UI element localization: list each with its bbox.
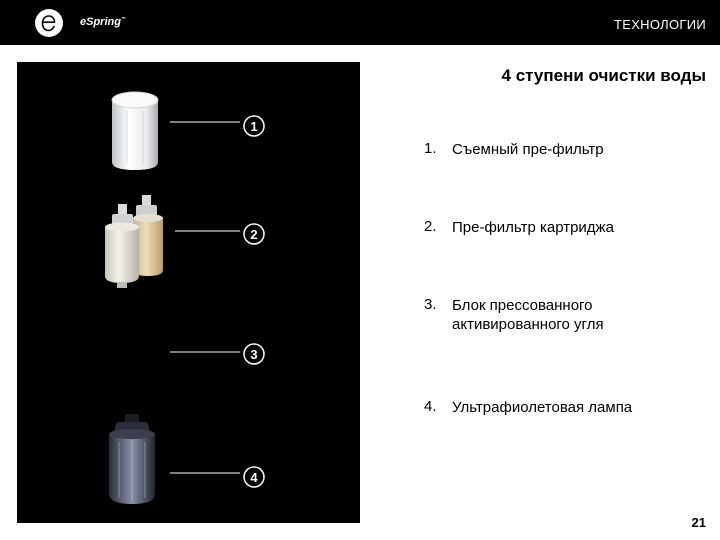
stage-item-2: 2. Пре-фильтр картриджа — [424, 218, 704, 237]
stage-badge-4: 4 — [243, 466, 265, 488]
stage-badge-2: 2 — [243, 223, 265, 245]
stage-badge-4-label: 4 — [250, 470, 258, 485]
stage-badge-3: 3 — [243, 343, 265, 365]
removable-pre-filter-image — [111, 91, 159, 170]
stage-text: Съемный пре-фильтр — [452, 141, 604, 158]
stage-number: 3. — [424, 296, 437, 313]
brand-name: eSpring™ — [80, 16, 126, 28]
espring-logo-icon — [41, 15, 56, 32]
page-number: 21 — [691, 515, 706, 530]
stage-badge-1: 1 — [243, 115, 265, 137]
stage-item-1: 1. Съемный пре-фильтр — [424, 140, 704, 159]
stage-number: 2. — [424, 218, 437, 235]
brand-trademark: ™ — [120, 16, 126, 23]
stage-text: Пре-фильтр картриджа — [452, 219, 614, 236]
stage-badge-2-label: 2 — [250, 227, 257, 242]
section-title: ТЕХНОЛОГИИ — [613, 17, 706, 32]
stage-badge-3-label: 3 — [250, 347, 257, 362]
stage-item-4: 4. Ультрафиолетовая лампа — [424, 398, 704, 417]
cartridge-pre-filter-image — [105, 195, 163, 288]
stage-item-3: 3. Блок прессованного активированного уг… — [424, 296, 704, 334]
header-bar: eSpring™ ТЕХНОЛОГИИ — [0, 0, 720, 45]
filter-illustration: 1 2 3 4 — [105, 91, 265, 504]
stage-text: Блок прессованного активированного угля — [452, 297, 604, 333]
uv-lamp-image — [109, 414, 155, 504]
stage-number: 4. — [424, 398, 437, 415]
slide-heading: 4 ступени очистки воды — [501, 66, 706, 85]
espring-logo — [35, 9, 63, 37]
stage-text: Ультрафиолетовая лампа — [452, 399, 633, 416]
filter-photo-panel: 1 2 3 4 — [17, 62, 360, 523]
brand-name-text: eSpring — [80, 16, 121, 28]
stage-number: 1. — [424, 140, 437, 157]
stage-badge-1-label: 1 — [250, 119, 257, 134]
